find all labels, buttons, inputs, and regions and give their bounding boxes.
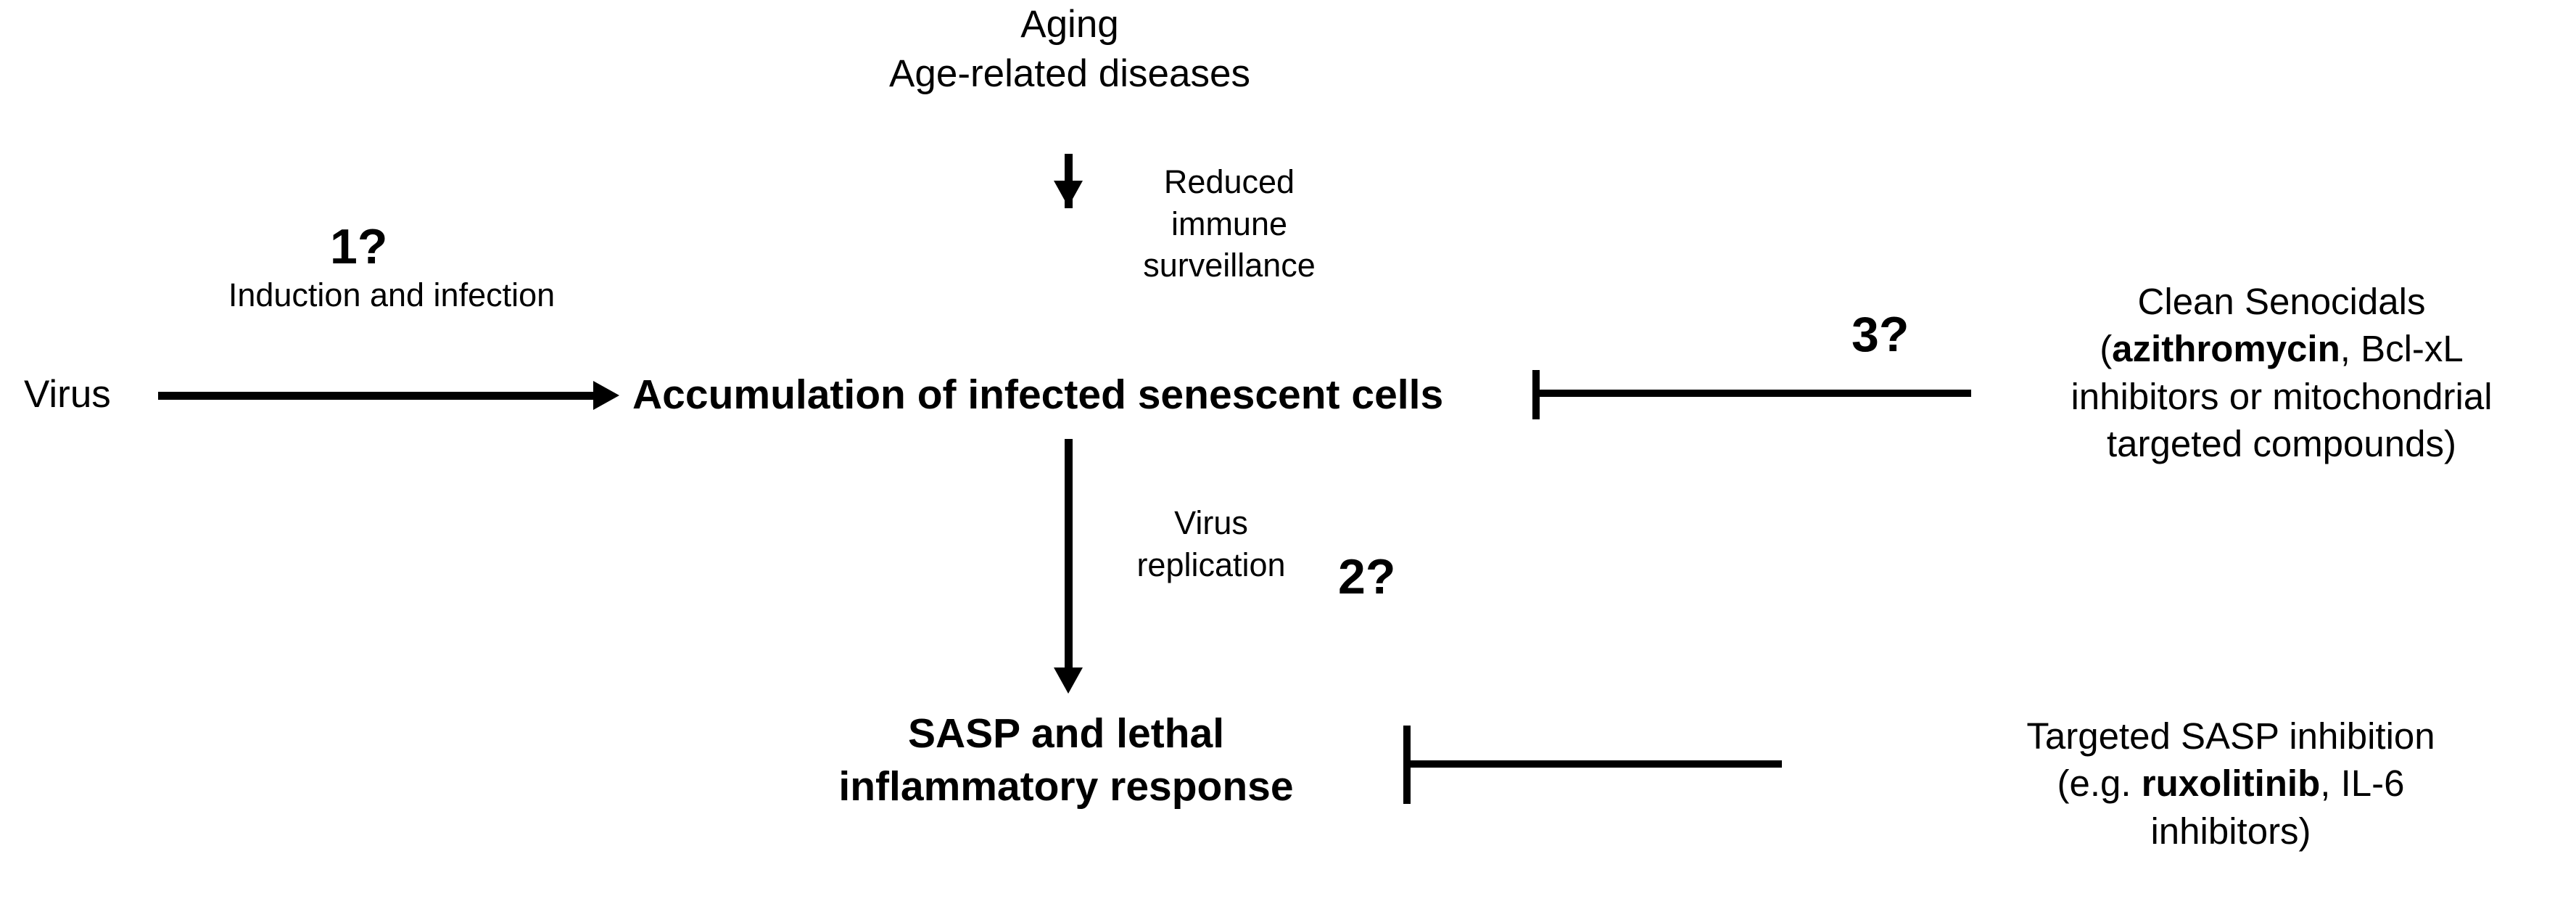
senocidals-line2-rest: , Bcl-xL [2340,328,2464,370]
reduced-line-3: surveillance [1143,247,1316,284]
marker-2: 2? [1338,549,1396,604]
marker-1: 1? [330,219,388,274]
sasp-line-1: SASP and lethal [907,710,1225,757]
node-accumulation-of-infected-senescent-cells: Accumulation of infected senescent cells [632,371,1444,418]
node-aging-label: Aging [1020,3,1119,46]
inhibition-line-sasp [1403,760,1782,768]
arrow-accumulation-to-sasp-shaft [1065,439,1073,670]
node-aging: Aging Age-related diseases [790,0,1349,99]
senocidals-line-3: inhibitors or mitochondrial [2071,375,2493,417]
senocidals-paren-open: ( [2100,328,2113,370]
node-sasp-and-lethal-inflammatory-response: SASP and lethal inflammatory response [747,707,1385,813]
edge-label-reduced-immune-surveillance: Reduced immune surveillance [1110,161,1349,287]
replication-line-2: replication [1136,546,1286,583]
sasp-inhibition-paren-open: (e.g. [2057,763,2142,805]
reduced-line-2: immune [1171,205,1288,242]
node-age-related-diseases-label: Age-related diseases [889,52,1250,95]
sasp-inhibition-line2-rest: , IL-6 [2320,763,2405,805]
arrow-aging-to-accumulation-head [1054,181,1083,207]
node-virus: Virus [24,373,111,416]
reduced-line-1: Reduced [1163,163,1295,200]
senocidals-line-2: (azithromycin, Bcl-xL [1989,325,2575,372]
senocidals-line-1: Clean Senocidals [2137,281,2426,322]
senocidals-line-4: targeted compounds) [2107,422,2456,464]
sasp-inhibition-drug-ruxolitinib: ruxolitinib [2141,763,2321,805]
replication-line-1: Virus [1174,504,1248,541]
sasp-line-2: inflammatory response [838,763,1294,810]
senocidals-drug-azithromycin: azithromycin [2112,328,2340,370]
therapy-clean-senocidals: Clean Senocidals (azithromycin, Bcl-xL i… [1989,278,2575,467]
sasp-inhibition-line-3: inhibitors) [2150,810,2311,852]
therapy-targeted-sasp-inhibition: Targeted SASP inhibition (e.g. ruxolitin… [1886,712,2576,855]
marker-3: 3? [1852,307,1910,362]
sasp-inhibition-line-1: Targeted SASP inhibition [2026,715,2435,757]
arrow-virus-to-accumulation-shaft [158,392,597,400]
inhibition-line-senocidals [1532,390,1971,397]
edge-label-induction-and-infection: Induction and infection [228,276,556,313]
arrow-accumulation-to-sasp-head [1054,667,1083,694]
arrow-virus-to-accumulation-head [593,381,619,410]
edge-label-virus-replication: Virus replication [1102,502,1320,586]
sasp-inhibition-line-2: (e.g. ruxolitinib, IL-6 [1886,760,2576,807]
